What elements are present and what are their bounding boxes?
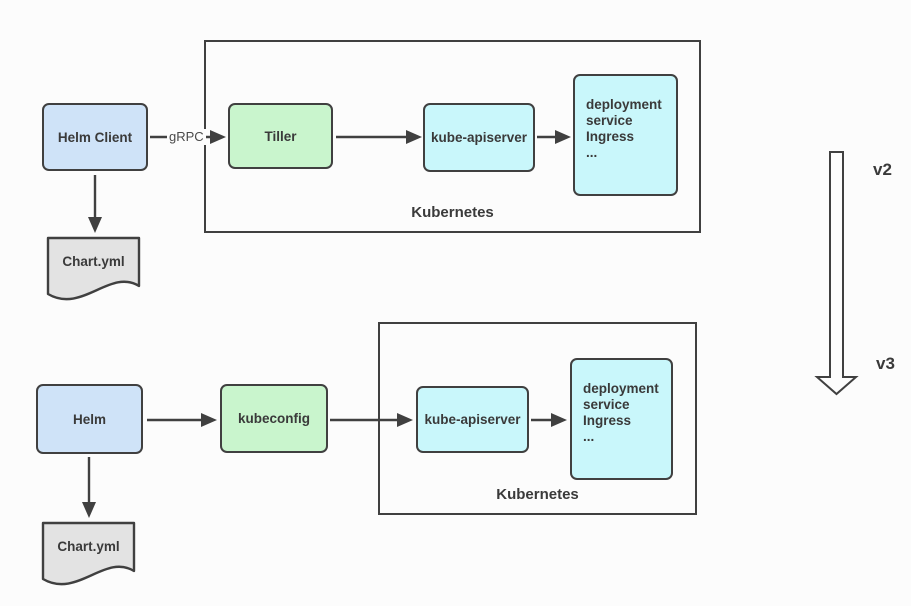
document-shape [41,521,136,586]
kubernetes-cluster-box-v3: Kubernetes [378,322,697,515]
resource-line: Ingress [586,129,635,144]
kubeconfig-label: kubeconfig [237,411,310,426]
resources-node-v2: deployment service Ingress ... [573,74,678,196]
resource-line: ... [586,145,598,160]
tiller-label: Tiller [264,128,297,144]
resource-line: service [583,397,630,412]
chart-yml-doc-v3: Chart.yml [41,521,136,589]
resources-node-v3: deployment service Ingress ... [570,358,673,480]
arrow-helm-to-chart [82,457,96,518]
resource-line: deployment [583,381,659,396]
helm-label: Helm [72,411,106,427]
v3-version-label: v3 [876,354,895,373]
document-shape [46,236,141,301]
resource-line: ... [583,429,595,444]
resource-line: service [586,113,633,128]
kube-apiserver-node-v2: kube-apiserver [423,103,535,172]
resource-line: Ingress [583,413,632,428]
arrow-helmclient-to-chart [88,175,102,233]
kubeconfig-node: kubeconfig [220,384,328,453]
chart-yml-label-v2: Chart.yml [62,254,125,269]
grpc-edge-label: gRPC [167,129,206,145]
kubernetes-label-v3: Kubernetes [496,486,579,503]
helm-client-label: Helm Client [57,129,133,145]
chart-yml-label-v3: Chart.yml [57,539,120,554]
helm-client-node: Helm Client [42,103,148,171]
version-transition-arrow [814,151,859,396]
kube-apiserver-label-v2: kube-apiserver [430,130,528,145]
kubernetes-label-v2: Kubernetes [411,204,494,221]
resource-line: deployment [586,97,662,112]
arrow-helm-to-kubeconfig [147,413,217,427]
tiller-node: Tiller [228,103,333,169]
kube-apiserver-label-v3: kube-apiserver [424,412,521,427]
kube-apiserver-node-v3: kube-apiserver [416,386,529,453]
v2-version-label: v2 [873,160,892,179]
chart-yml-doc-v2: Chart.yml [46,236,141,304]
helm-node: Helm [36,384,143,454]
